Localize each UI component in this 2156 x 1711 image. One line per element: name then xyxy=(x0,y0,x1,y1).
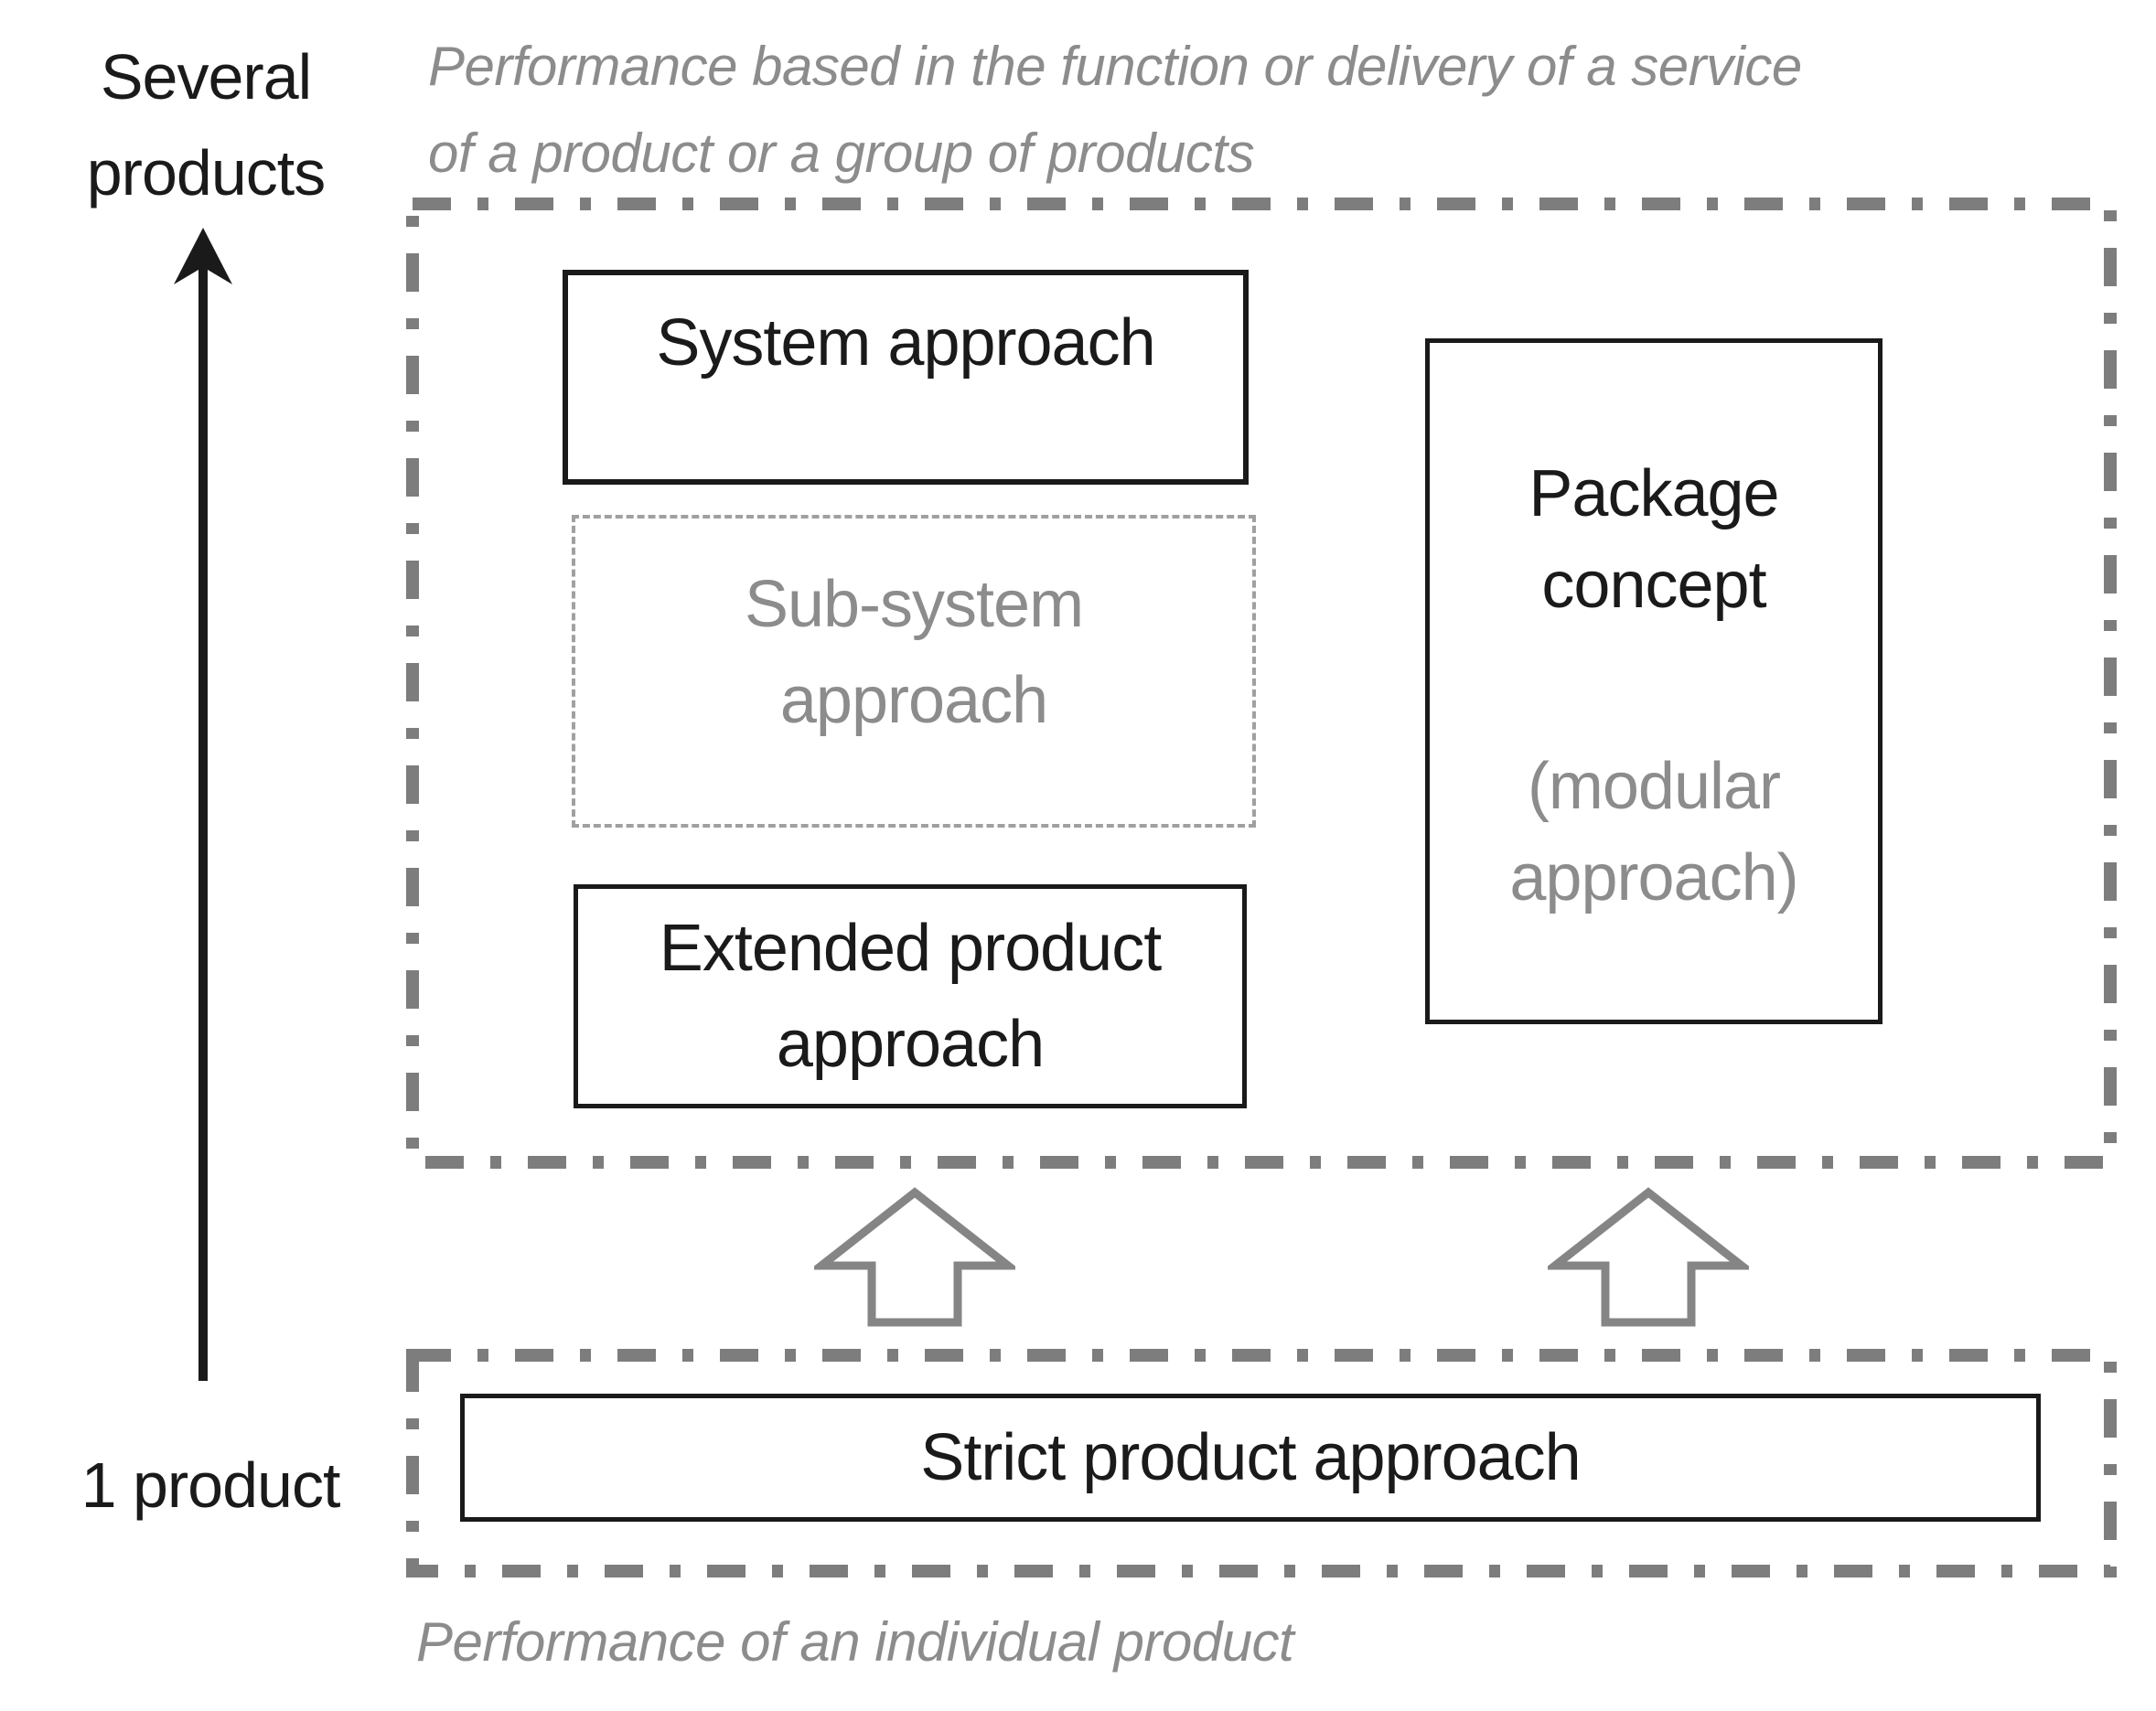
strict-product-approach-box: Strict product approach xyxy=(460,1394,2041,1522)
subsystem-label-line1: Sub-system xyxy=(744,568,1084,641)
block-up-arrow-left-shape xyxy=(814,1187,1015,1327)
package-note-line2: approach) xyxy=(1509,841,1798,914)
package-title-line1: Package xyxy=(1529,457,1779,530)
upper-dashdot-rect xyxy=(406,198,2117,1169)
system-approach-label: System approach xyxy=(656,306,1155,380)
package-title-line2: concept xyxy=(1541,549,1766,622)
lower-dashdot-rect xyxy=(406,1349,2117,1577)
extended-label-line1: Extended product xyxy=(659,911,1162,985)
axis-bottom-label: 1 product xyxy=(80,1449,341,1521)
vertical-axis-arrow-icon xyxy=(174,228,232,1381)
package-note: (modular approach) xyxy=(1430,741,1878,924)
axis-top-label: Several products xyxy=(5,29,407,221)
strict-product-approach-label: Strict product approach xyxy=(920,1420,1581,1494)
package-title: Package concept xyxy=(1430,343,1878,631)
lower-dashdot-region-border xyxy=(406,1349,2117,1577)
subsystem-label-line2: approach xyxy=(779,664,1048,737)
axis-top-label-line1: Several xyxy=(100,41,312,112)
upper-dashdot-region-border xyxy=(406,198,2117,1169)
upper-caption-line1: Performance based in the function or del… xyxy=(428,36,1802,97)
extended-label-line2: approach xyxy=(776,1007,1045,1081)
axis-top-label-line2: products xyxy=(86,137,326,209)
extended-product-approach-box: Extended product approach xyxy=(574,884,1247,1108)
block-up-arrow-left-icon xyxy=(814,1187,1015,1327)
upper-caption: Performance based in the function or del… xyxy=(428,23,2093,197)
block-up-arrow-right-icon xyxy=(1548,1187,1749,1327)
vertical-axis-arrow-head xyxy=(174,228,232,284)
block-up-arrow-right-shape xyxy=(1548,1187,1749,1327)
package-note-line1: (modular xyxy=(1527,750,1781,823)
system-approach-box: System approach xyxy=(563,270,1249,485)
upper-caption-line2: of a product or a group of products xyxy=(428,123,1255,184)
package-concept-box: Package concept (modular approach) xyxy=(1425,338,1882,1024)
lower-caption: Performance of an individual product xyxy=(416,1611,1294,1673)
subsystem-approach-box: Sub-system approach xyxy=(572,515,1256,828)
